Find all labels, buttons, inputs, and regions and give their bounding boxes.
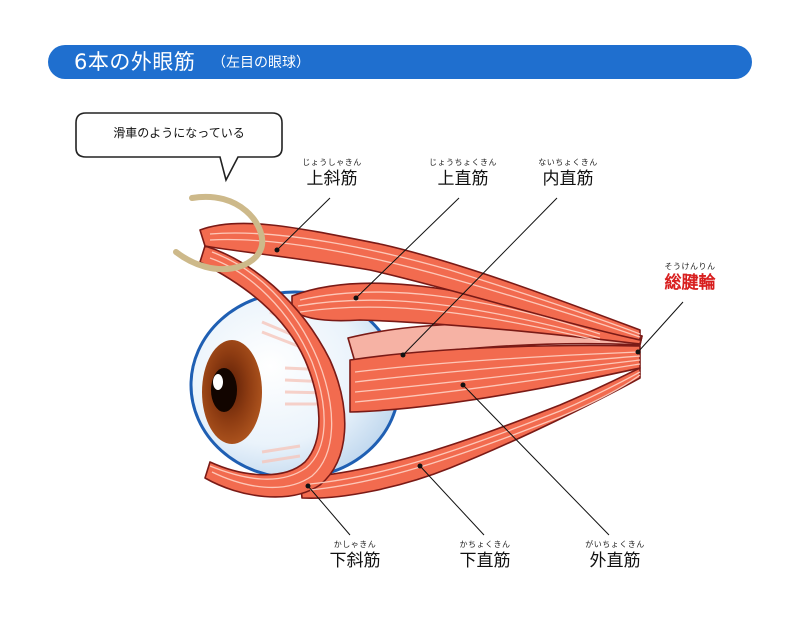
- superior-rectus-muscle: [291, 282, 643, 345]
- page-subtitle: （左目の眼球）: [212, 55, 310, 71]
- ruby: そうけんりん: [664, 262, 716, 271]
- muscle-name: 外直筋: [589, 551, 641, 571]
- ruby: かちょくきん: [459, 540, 511, 549]
- leader-inferior-oblique: [307, 485, 351, 536]
- label-inferior-oblique: かしゃきん 下斜筋: [315, 540, 395, 572]
- leader-inferior-rectus: [419, 465, 485, 536]
- callout-text: 滑車のようになっている: [113, 126, 245, 140]
- eye-highlight: [213, 374, 223, 390]
- ruby: かしゃきん: [333, 540, 377, 549]
- callout-bubble: [75, 112, 283, 183]
- muscle-name: 上直筋: [437, 169, 489, 189]
- label-annulus: そうけんりん 総腱輪: [650, 262, 730, 294]
- muscle-name: 上斜筋: [306, 169, 358, 189]
- superior-oblique-muscle: [199, 222, 641, 341]
- ruby: ないちょくきん: [538, 158, 598, 167]
- label-superior-oblique: じょうしゃきん 上斜筋: [292, 158, 372, 190]
- ruby: じょうちょくきん: [429, 158, 497, 167]
- inferior-rectus-muscle: [299, 367, 641, 500]
- ruby: じょうしゃきん: [302, 158, 362, 167]
- muscle-name: 総腱輪: [664, 273, 716, 293]
- label-inferior-rectus: かちょくきん 下直筋: [445, 540, 525, 572]
- leader-superior-oblique: [276, 197, 331, 251]
- lateral-rectus-muscle: [349, 344, 641, 413]
- leader-annulus: [637, 301, 684, 353]
- leader-lateral-rectus: [462, 384, 610, 536]
- muscle-name: 内直筋: [542, 169, 594, 189]
- ruby: がいちょくきん: [585, 540, 645, 549]
- label-medial-rectus: ないちょくきん 内直筋: [523, 158, 613, 190]
- page-title: 6本の外眼筋: [74, 50, 196, 74]
- trochlea-pulley: [173, 193, 266, 272]
- title-bar: [48, 45, 752, 79]
- muscle-name: 下斜筋: [329, 551, 381, 571]
- leader-superior-rectus: [355, 197, 460, 299]
- leader-medial-rectus: [402, 197, 558, 356]
- muscle-name: 下直筋: [459, 551, 511, 571]
- label-lateral-rectus: がいちょくきん 外直筋: [570, 540, 660, 572]
- pupil: [211, 368, 237, 412]
- label-superior-rectus: じょうちょくきん 上直筋: [418, 158, 508, 190]
